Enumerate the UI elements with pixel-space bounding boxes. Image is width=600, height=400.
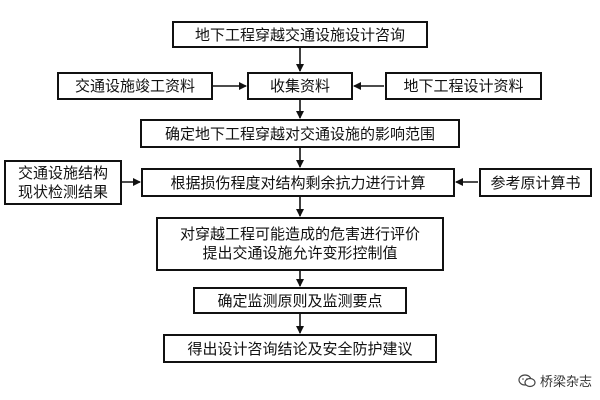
node-title-label: 地下工程穿越交通设施设计咨询 (194, 25, 405, 44)
node-inspection-results-line1: 交通设施结构 (17, 163, 108, 182)
node-reference-calc: 参考原计算书 (479, 168, 592, 197)
node-resistance-calc-label: 根据损伤程度对结构剩余抗力进行计算 (170, 173, 426, 192)
watermark: 桥梁杂志 (518, 371, 592, 390)
node-design-docs-label: 地下工程设计资料 (403, 77, 524, 95)
node-monitoring-principles: 确定监测原则及监测要点 (193, 287, 407, 314)
node-inspection-results: 交通设施结构 现状检测结果 (4, 160, 122, 205)
node-completion-docs: 交通设施竣工资料 (57, 72, 213, 100)
node-inspection-results-line2: 现状检测结果 (17, 182, 108, 201)
watermark-text: 桥梁杂志 (539, 375, 592, 390)
node-hazard-evaluation-line2: 提出交通设施允许变形控制值 (202, 244, 398, 262)
node-title: 地下工程穿越交通设施设计咨询 (172, 21, 428, 48)
node-collect-data-label: 收集资料 (269, 77, 330, 95)
node-collect-data: 收集资料 (247, 72, 353, 100)
node-completion-docs-label: 交通设施竣工资料 (74, 77, 195, 95)
node-conclusion-label: 得出设计咨询结论及安全防护建议 (187, 339, 413, 358)
node-reference-calc-label: 参考原计算书 (490, 173, 581, 192)
wechat-icon (518, 373, 536, 387)
node-resistance-calc: 根据损伤程度对结构剩余抗力进行计算 (141, 168, 455, 197)
node-monitoring-principles-label: 确定监测原则及监测要点 (217, 291, 383, 310)
node-conclusion: 得出设计咨询结论及安全防护建议 (163, 334, 437, 363)
node-hazard-evaluation-line1: 对穿越工程可能造成的危害进行评价 (179, 225, 420, 243)
node-design-docs: 地下工程设计资料 (385, 72, 542, 100)
node-influence-range: 确定地下工程穿越对交通设施的影响范围 (140, 119, 460, 148)
node-hazard-evaluation: 对穿越工程可能造成的危害进行评价 提出交通设施允许变形控制值 (156, 217, 444, 271)
node-influence-range-label: 确定地下工程穿越对交通设施的影响范围 (164, 124, 435, 143)
